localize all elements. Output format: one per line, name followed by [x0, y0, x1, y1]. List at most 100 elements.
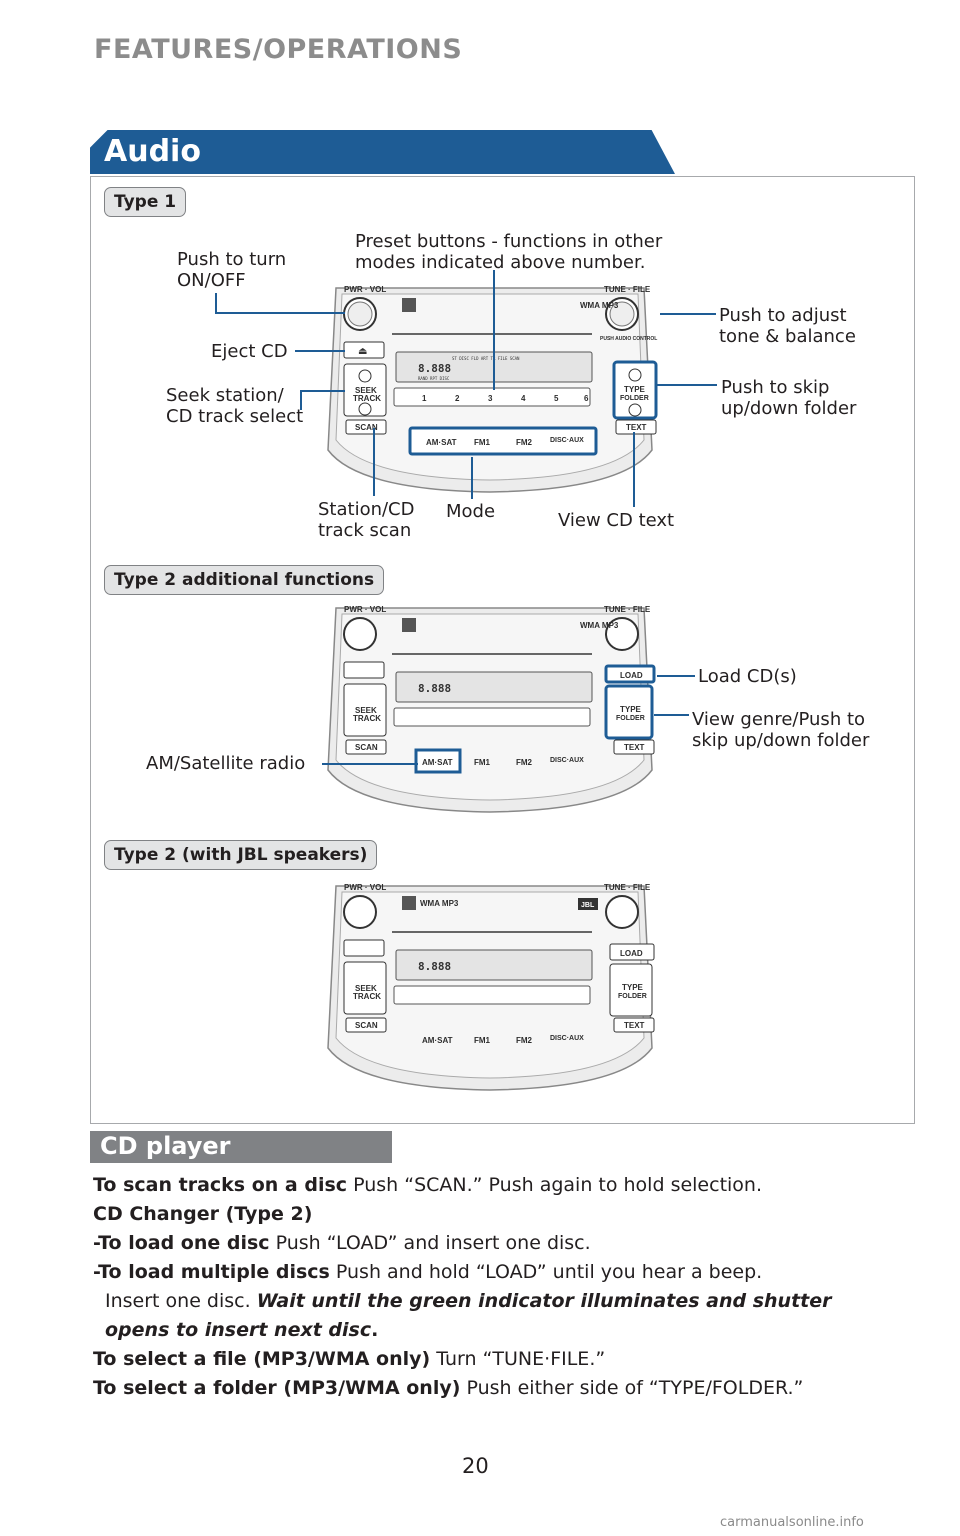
seek-track-button-3[interactable] — [343, 961, 387, 1015]
section-tab — [90, 130, 675, 174]
pwr-vol-label-2: PWR · VOL — [344, 605, 386, 614]
scan-label-3: SCAN — [355, 1021, 378, 1030]
seek-down-icon — [358, 402, 372, 416]
leader-seek-v — [300, 390, 302, 410]
cd-line-4-bold: -To load multiple discs — [93, 1261, 330, 1283]
track-label-3: TRACK — [353, 992, 381, 1001]
label-load: Load CD(s) — [698, 666, 797, 687]
preset-buttons-3 — [393, 985, 591, 1005]
type-folder-button-2[interactable] — [604, 684, 654, 740]
preset-1[interactable]: 1 — [422, 394, 427, 403]
display-frequency-3: 8.888 — [418, 960, 451, 973]
folder-label-3: FOLDER — [618, 993, 647, 1000]
type-label-3: TYPE — [622, 983, 644, 992]
display-frequency: 8.888 — [418, 362, 451, 375]
am-sat-button-2[interactable] — [414, 748, 462, 774]
seek-track-button-2[interactable] — [343, 683, 387, 737]
fm1-button[interactable]: FM1 — [474, 438, 491, 447]
leader-power-h — [215, 312, 345, 314]
power-volume-knob-3[interactable] — [343, 895, 377, 929]
load-button-3[interactable] — [609, 943, 655, 961]
load-button-2[interactable] — [604, 664, 656, 684]
cd-line-1: To scan tracks on a disc Push “SCAN.” Pu… — [93, 1171, 923, 1200]
scan-button[interactable] — [345, 419, 387, 435]
lcd-display-3 — [395, 949, 593, 981]
cd-line-5-text: Insert one disc. — [105, 1290, 257, 1312]
stereo-unit-type2: PWR · VOL TUNE · FILE WMA MP3 SEEK TRACK… — [322, 600, 658, 814]
am-sat-label-2: AM·SAT — [422, 758, 453, 767]
label-seek: Seek station/ CD track select — [166, 385, 304, 427]
leader-folder — [657, 384, 717, 386]
label-mode: Mode — [446, 501, 496, 522]
text-button[interactable] — [615, 419, 657, 435]
display-mode-indicators: RAND RPT DISC — [418, 376, 450, 381]
fm1-label-3: FM1 — [474, 1036, 491, 1045]
cd-line-7-text: Turn “TUNE·FILE.” — [430, 1348, 606, 1370]
stereo-unit-type1-drawing: PWR · VOL TUNE · FILE WMA MP3 PUSH AUDIO… — [327, 285, 658, 493]
cd-logo-icon-2 — [402, 618, 416, 632]
am-sat-button[interactable]: AM·SAT — [426, 438, 457, 447]
cd-logo-icon-3 — [402, 896, 416, 910]
preset-2[interactable]: 2 — [455, 394, 460, 403]
cd-line-7: To select a file (MP3/WMA only) Turn “TU… — [93, 1345, 923, 1374]
display-frequency-2: 8.888 — [418, 682, 451, 695]
cd-line-8-text: Push either side of “TYPE/FOLDER.” — [460, 1377, 804, 1399]
disc-aux-button[interactable]: DISC·AUX — [550, 437, 584, 444]
type-folder-button[interactable] — [612, 360, 658, 420]
wma-mp3-label: WMA MP3 — [580, 301, 619, 310]
eject-button-3[interactable] — [343, 939, 385, 957]
text-label: TEXT — [626, 423, 647, 432]
cd-line-7-bold: To select a file (MP3/WMA only) — [93, 1348, 431, 1370]
label-power: Push to turn ON/OFF — [177, 249, 287, 291]
seek-label-2: SEEK — [355, 706, 377, 715]
cd-player-band — [90, 1131, 392, 1163]
label-genre: View genre/Push to skip up/down folder — [692, 709, 870, 751]
folder-up-icon — [628, 368, 642, 382]
preset-buttons-2 — [393, 707, 591, 727]
preset-3[interactable]: 3 — [488, 394, 493, 403]
tune-file-knob-2[interactable] — [605, 617, 639, 651]
cd-line-8: To select a folder (MP3/WMA only) Push e… — [93, 1374, 923, 1403]
label-preset: Preset buttons - functions in other mode… — [355, 231, 663, 273]
text-label-2: TEXT — [624, 743, 645, 752]
leader-load — [657, 675, 695, 677]
cd-line-3-bold: -To load one disc — [93, 1232, 270, 1254]
type-folder-button-3[interactable] — [609, 963, 653, 1017]
eject-button-2[interactable] — [343, 661, 385, 679]
cd-player-title: CD player — [100, 1132, 231, 1160]
cd-line-1-text: Push “SCAN.” Push again to hold selectio… — [347, 1174, 763, 1196]
label-text: View CD text — [558, 510, 675, 531]
cd-line-4-text: Push and hold “LOAD” until you hear a be… — [329, 1261, 763, 1283]
power-volume-knob-2[interactable] — [343, 617, 377, 651]
tune-file-knob-3[interactable] — [605, 895, 639, 929]
leader-text — [633, 432, 635, 507]
scan-button-3[interactable] — [345, 1017, 387, 1033]
scan-label: SCAN — [355, 423, 378, 432]
text-button-2[interactable] — [613, 739, 655, 755]
fm2-button[interactable]: FM2 — [516, 438, 533, 447]
preset-4[interactable]: 4 — [521, 394, 526, 403]
cd-line-6-italic: opens to insert next disc — [105, 1319, 372, 1341]
cd-line-2: CD Changer (Type 2) — [93, 1200, 923, 1229]
stereo-unit-type2-jbl-drawing: PWR · VOL TUNE · FILE WMA MP3 JBL SEEK T… — [327, 883, 655, 1091]
folder-label-2: FOLDER — [616, 715, 645, 722]
tune-file-label: TUNE · FILE — [604, 285, 651, 294]
am-sat-label-3: AM·SAT — [422, 1036, 453, 1045]
scan-button-2[interactable] — [345, 739, 387, 755]
text-button-3[interactable] — [613, 1017, 655, 1033]
cd-line-1-bold: To scan tracks on a disc — [93, 1174, 348, 1196]
preset-5[interactable]: 5 — [554, 394, 559, 403]
track-label: TRACK — [353, 394, 381, 403]
label-scan: Station/CD track scan — [318, 499, 415, 541]
leader-eject — [295, 350, 345, 352]
leader-tone — [660, 313, 716, 315]
page-number: 20 — [462, 1454, 489, 1478]
stereo-unit-type2-jbl: PWR · VOL TUNE · FILE WMA MP3 JBL SEEK T… — [322, 878, 658, 1092]
leader-genre — [654, 714, 689, 716]
leader-scan — [373, 428, 375, 496]
jbl-logo — [578, 898, 598, 910]
pwr-vol-label-3: PWR · VOL — [344, 883, 386, 892]
preset-6[interactable]: 6 — [584, 394, 589, 403]
fm2-label-3: FM2 — [516, 1036, 533, 1045]
type2-jbl-tag: Type 2 (with JBL speakers) — [104, 840, 378, 870]
